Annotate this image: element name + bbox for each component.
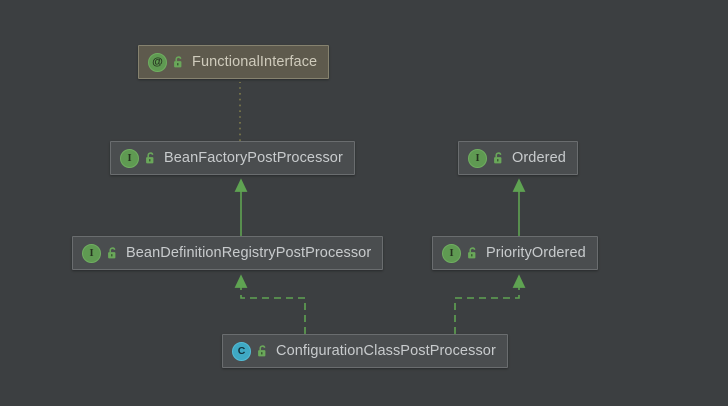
node-label: FunctionalInterface: [192, 54, 318, 70]
interface-i-icon: I: [442, 243, 461, 263]
unlocked-padlock-icon: [494, 152, 502, 164]
node-configuration-class-post-processor[interactable]: C ConfigurationClassPostProcessor: [222, 334, 508, 368]
node-priority-ordered[interactable]: I PriorityOrdered: [432, 236, 598, 270]
node-ordered[interactable]: I Ordered: [458, 141, 578, 175]
node-label: PriorityOrdered: [486, 245, 586, 261]
unlocked-padlock-icon: [108, 247, 116, 259]
edge-ccpp-to-bdrpp: [234, 274, 306, 334]
unlocked-padlock-icon: [258, 345, 266, 357]
node-bean-definition-registry-post-processor[interactable]: I BeanDefinitionRegistryPostProcessor: [72, 236, 384, 270]
node-label: ConfigurationClassPostProcessor: [276, 343, 496, 359]
node-label: BeanFactoryPostProcessor: [164, 150, 343, 166]
interface-i-icon: I: [120, 148, 139, 168]
annotation-at-icon: @: [148, 52, 167, 72]
node-label: Ordered: [512, 150, 566, 166]
edge-ccpp-to-priorityordered: [454, 274, 526, 334]
unlocked-padlock-icon: [146, 152, 154, 164]
unlocked-padlock-icon: [174, 56, 182, 68]
interface-i-icon: I: [468, 148, 487, 168]
class-c-icon: C: [232, 341, 251, 361]
interface-i-icon: I: [82, 243, 101, 263]
node-bean-factory-post-processor[interactable]: I BeanFactoryPostProcessor: [110, 141, 355, 175]
node-label: BeanDefinitionRegistryPostProcessor: [126, 245, 372, 261]
node-functional-interface[interactable]: @ FunctionalInterface: [138, 45, 330, 79]
unlocked-padlock-icon: [468, 247, 476, 259]
